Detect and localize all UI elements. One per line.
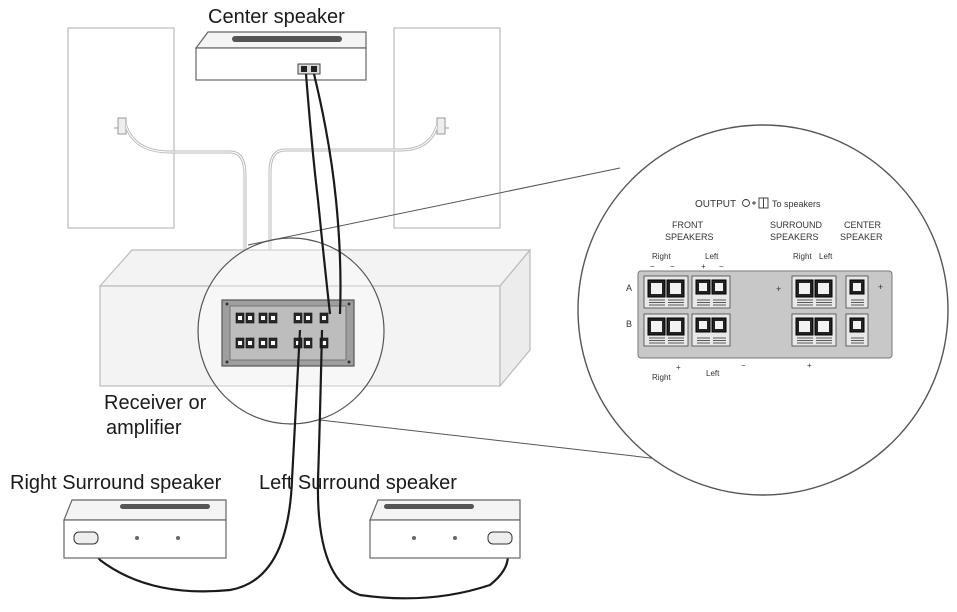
center-speaker-label-1: CENTER	[844, 220, 882, 230]
front-right-minus: −	[650, 262, 655, 271]
receiver-terminal-panel	[221, 299, 355, 367]
terminal-hole	[799, 321, 810, 332]
bottom-front-plus: +	[676, 363, 681, 372]
front-left-wire-inner	[125, 125, 246, 300]
center-a-plus: +	[878, 282, 883, 292]
detail-terminal-blocks	[643, 275, 869, 347]
terminal-hole	[799, 283, 810, 294]
surround-right-label: Right	[793, 252, 812, 261]
front-left-label: Left	[705, 252, 719, 261]
left-surround-label: Left Surround speaker	[259, 472, 457, 494]
center-speaker-label-2: SPEAKER	[840, 232, 883, 242]
front-left-plus: +	[701, 262, 706, 271]
terminal-hole	[651, 321, 662, 332]
surround-left-label: Left	[819, 252, 833, 261]
surround-speakers-label-1: SURROUND	[770, 220, 823, 230]
front-right-label: Right	[652, 252, 671, 261]
bottom-minus: −	[741, 361, 746, 370]
front-speakers-label-1: FRONT	[672, 220, 703, 230]
right-surround-label: Right Surround speaker	[10, 472, 222, 494]
terminal-hole	[853, 321, 861, 329]
to-speakers-label: To speakers	[772, 199, 821, 209]
left-surround-speaker	[369, 499, 521, 559]
terminal-hole	[715, 321, 723, 329]
output-symbol-icon	[742, 197, 769, 209]
receiver-label-line2: amplifier	[106, 417, 182, 439]
terminal-hole	[699, 321, 707, 329]
terminal-hole	[715, 283, 723, 291]
terminal-hole	[699, 283, 707, 291]
terminal-hole	[818, 283, 829, 294]
terminal-hole	[853, 283, 861, 291]
receiver-label-line1: Receiver or	[104, 392, 207, 414]
front-right-plus: −	[670, 262, 675, 271]
front-speakers-label-2: SPEAKERS	[665, 232, 714, 242]
terminal-hole	[818, 321, 829, 332]
terminal-hole	[670, 321, 681, 332]
center-speaker-wire	[304, 73, 332, 315]
surround-a-plus: +	[776, 284, 781, 294]
terminal-hole	[651, 283, 662, 294]
left-surround-wire	[316, 329, 509, 600]
center-speaker-wire-2	[312, 73, 342, 315]
front-left-minus: −	[719, 262, 724, 271]
bottom-surround-plus: +	[807, 361, 812, 370]
right-surround-wire	[89, 329, 302, 593]
center-speaker	[194, 31, 367, 81]
surround-speakers-label-2: SPEAKERS	[770, 232, 819, 242]
front-right-wire-inner	[269, 125, 438, 300]
bottom-front-left: Left	[706, 369, 720, 378]
center-speaker-label: Center speaker	[208, 6, 345, 28]
row-b-label: B	[626, 319, 632, 329]
bottom-front-right: Right	[652, 373, 671, 382]
right-surround-speaker	[63, 499, 227, 559]
output-label: OUTPUT	[695, 199, 736, 210]
zoom-line-top	[247, 167, 621, 246]
terminal-hole	[670, 283, 681, 294]
row-a-label: A	[626, 283, 632, 293]
